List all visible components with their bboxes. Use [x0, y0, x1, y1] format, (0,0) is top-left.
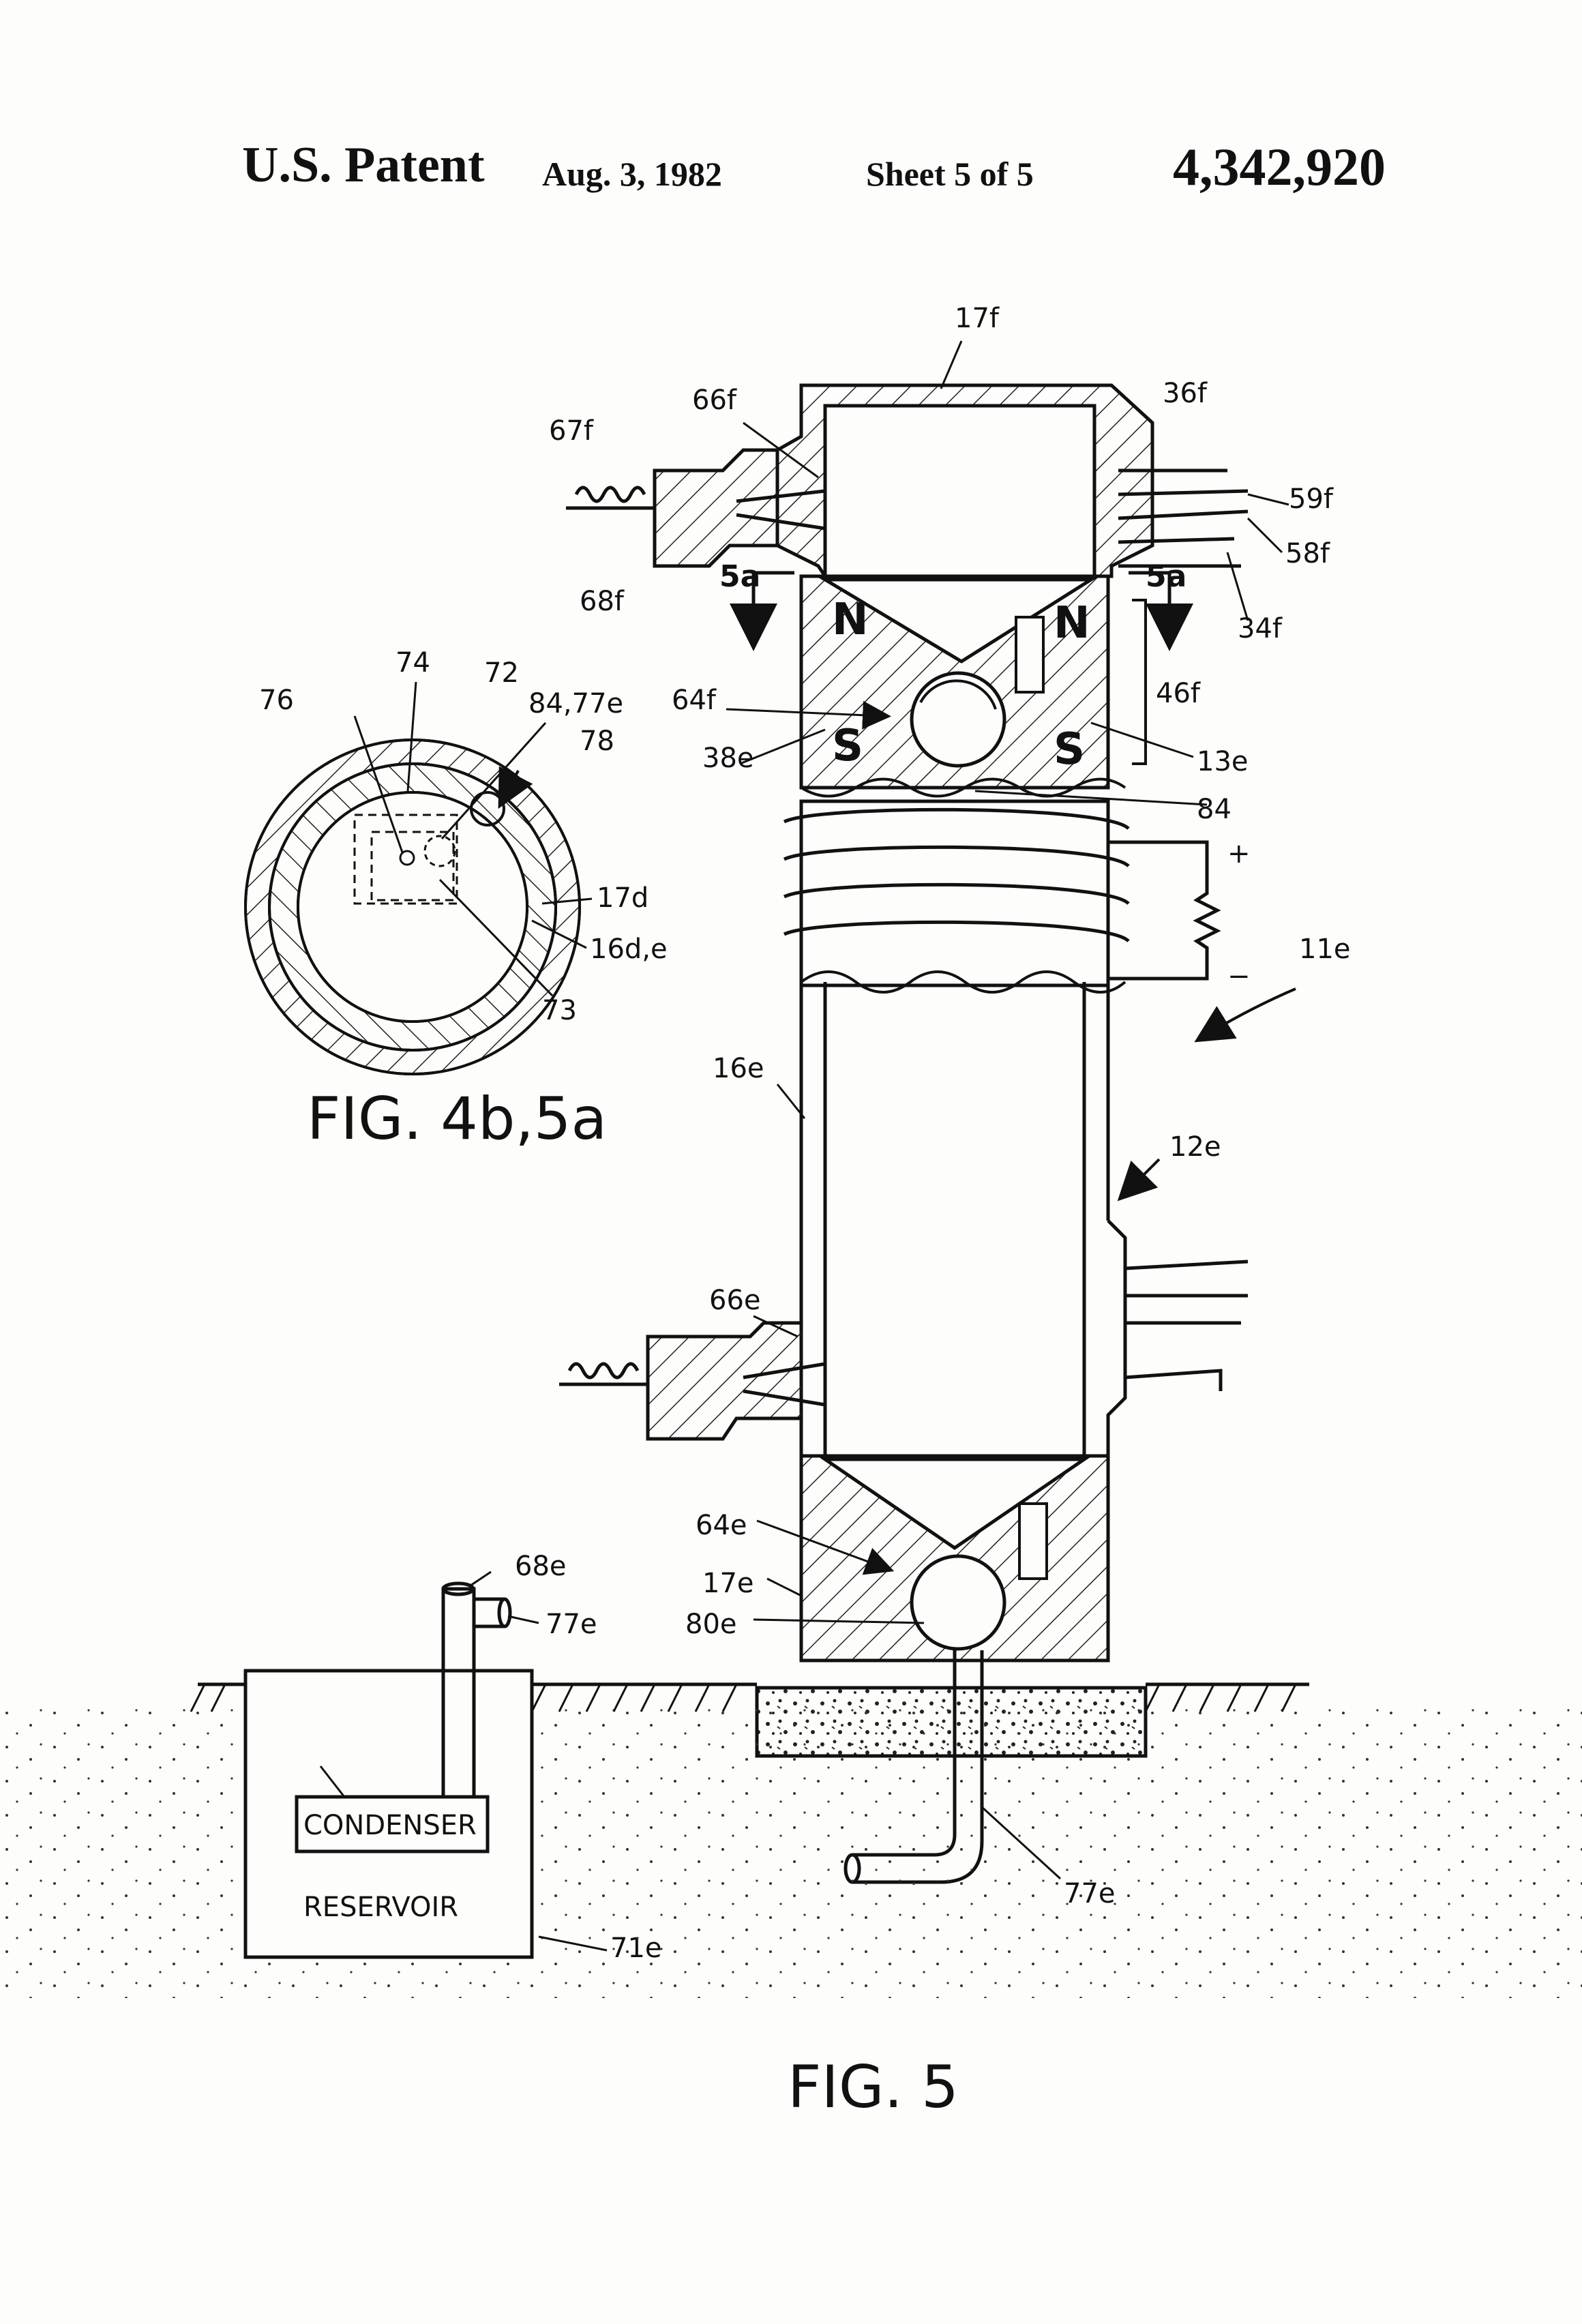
- fig5-label-66e: 66e: [709, 1285, 761, 1316]
- pole-s-right: S: [1054, 724, 1085, 775]
- reservoir-label: RESERVOIR: [303, 1892, 458, 1923]
- pole-s-left: S: [832, 721, 863, 771]
- fig5-label-38e: 38e: [702, 743, 754, 774]
- fig4-label-17d: 17d: [597, 882, 648, 914]
- fig4-label-72: 72: [484, 657, 519, 689]
- fig5-label-64e: 64e: [696, 1510, 747, 1541]
- fig5-label-16e: 16e: [713, 1053, 764, 1084]
- fig5-label-17e: 17e: [702, 1568, 754, 1599]
- fig5-label-12e: 12e: [1169, 1131, 1221, 1163]
- fig5-label-59f: 59f: [1289, 483, 1334, 515]
- fig5-label-67f: 67f: [549, 415, 594, 447]
- condenser-label: CONDENSER: [303, 1810, 477, 1841]
- fig-4b-5a: [245, 682, 592, 1074]
- fig5-minus: −: [1227, 961, 1251, 992]
- fig4-label-78: 78: [580, 726, 614, 757]
- fig5-label-46f: 46f: [1156, 678, 1201, 709]
- fig5-label-64f: 64f: [672, 685, 717, 716]
- fig5-label-66f: 66f: [692, 385, 737, 416]
- fig4-label-16de: 16d,e: [590, 934, 668, 965]
- fig4-label-73: 73: [542, 995, 577, 1026]
- fig5-plus: +: [1227, 838, 1251, 869]
- fig5-label-5a-right: 5a: [1146, 559, 1186, 594]
- pole-n-left: N: [832, 595, 869, 645]
- pole-n-right: N: [1054, 598, 1090, 649]
- fig5-label-80e: 80e: [685, 1609, 737, 1640]
- fig5-label-58f: 58f: [1285, 538, 1330, 569]
- fig5-label-17f: 17f: [955, 303, 1000, 334]
- fig5-label-13e: 13e: [1197, 746, 1249, 777]
- fig4-label-76: 76: [259, 685, 294, 716]
- fig4-label-84-77e: 84,77e: [528, 688, 623, 719]
- fig5-label-5a-left: 5a: [719, 559, 760, 594]
- fig5-label-77e-top: 77e: [546, 1609, 597, 1640]
- fig5-label-34f: 34f: [1238, 613, 1283, 644]
- fig5-label-11e: 11e: [1299, 934, 1351, 965]
- fig4-label-74: 74: [395, 647, 430, 679]
- ground-and-reservoir: [0, 1572, 1582, 1998]
- fig5-label-68f: 68f: [580, 586, 625, 617]
- fig5-caption: FIG. 5: [788, 2053, 959, 2121]
- fig5-label-84: 84: [1197, 794, 1232, 825]
- fig5-label-36f: 36f: [1163, 378, 1208, 409]
- fig4-caption: FIG. 4b,5a: [307, 1085, 607, 1153]
- fig5-label-68e: 68e: [515, 1551, 567, 1582]
